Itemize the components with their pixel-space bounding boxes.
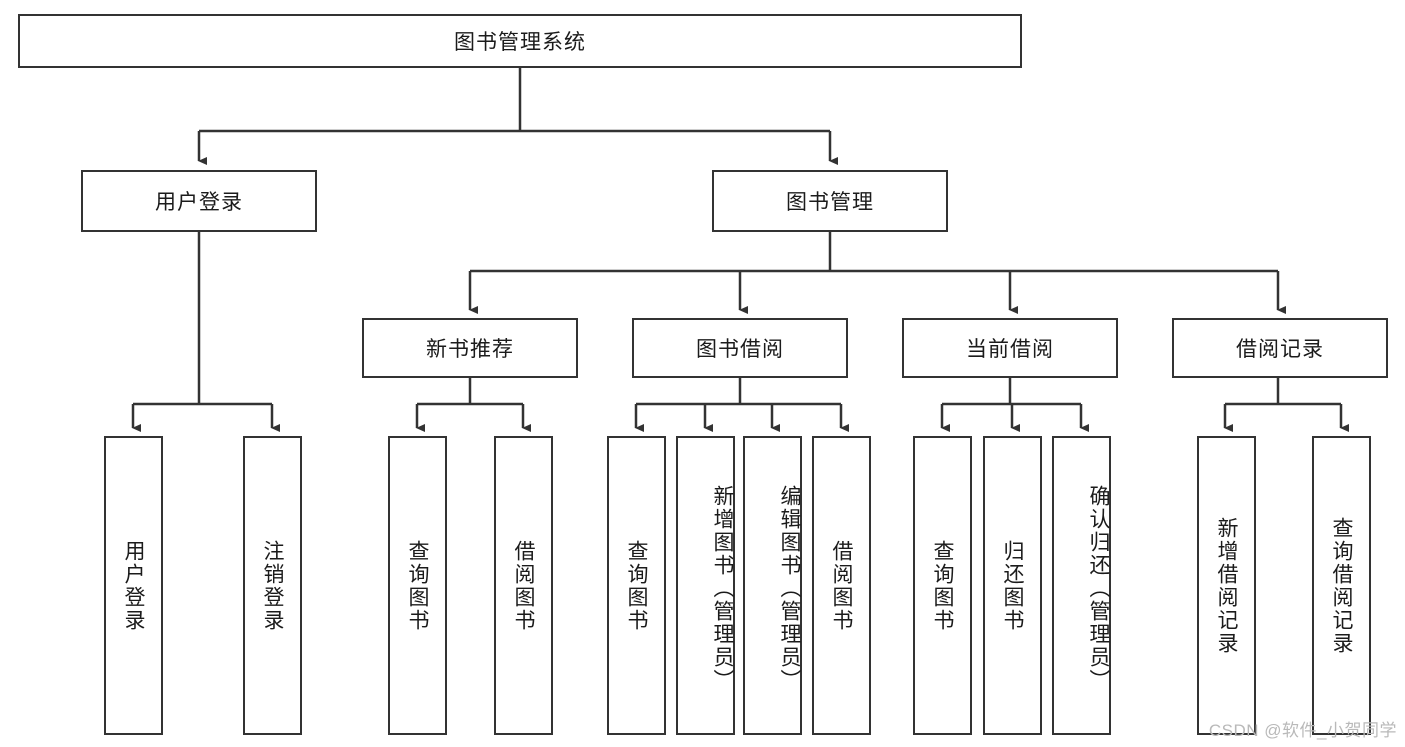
leaf-confirm-return-admin[interactable]: 确认归还（管理员） [1052,436,1111,735]
node-book-manage[interactable]: 图书管理 [712,170,948,232]
node-root-system[interactable]: 图书管理系统 [18,14,1022,68]
watermark-text: CSDN @软件_小贺同学 [1208,721,1397,740]
node-user-login[interactable]: 用户登录 [81,170,317,232]
leaf-borrow-book-recommend[interactable]: 借阅图书 [494,436,553,735]
node-borrow-record[interactable]: 借阅记录 [1172,318,1388,378]
leaf-query-book-current[interactable]: 查询图书 [913,436,972,735]
leaf-query-borrow-record[interactable]: 查询借阅记录 [1312,436,1371,735]
node-new-book-recommend[interactable]: 新书推荐 [362,318,578,378]
leaf-add-borrow-record[interactable]: 新增借阅记录 [1197,436,1256,735]
leaf-return-book[interactable]: 归还图书 [983,436,1042,735]
leaf-query-book-borrow[interactable]: 查询图书 [607,436,666,735]
leaf-user-login[interactable]: 用户登录 [104,436,163,735]
node-book-borrow[interactable]: 图书借阅 [632,318,848,378]
leaf-add-book-admin[interactable]: 新增图书（管理员） [676,436,735,735]
leaf-borrow-book[interactable]: 借阅图书 [812,436,871,735]
node-current-borrow[interactable]: 当前借阅 [902,318,1118,378]
leaf-edit-book-admin[interactable]: 编辑图书（管理员） [743,436,802,735]
leaf-query-book-recommend[interactable]: 查询图书 [388,436,447,735]
leaf-logout[interactable]: 注销登录 [243,436,302,735]
